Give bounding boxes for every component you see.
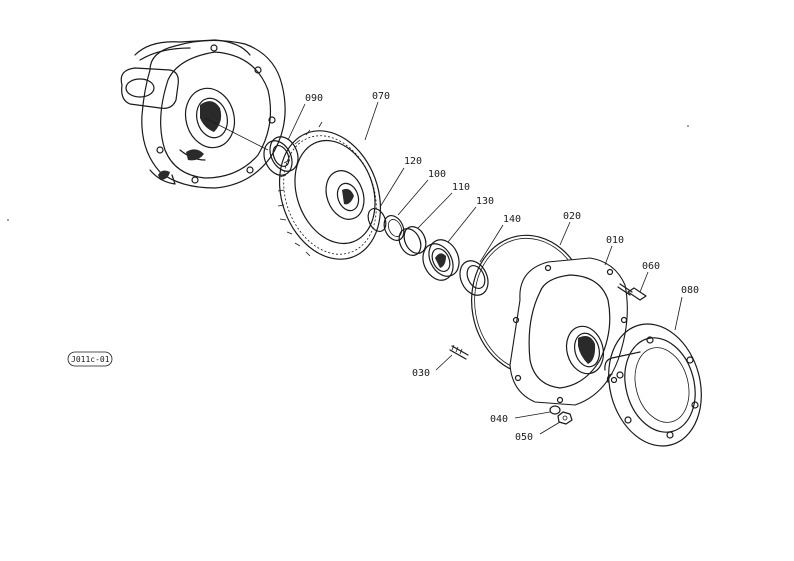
- callout-050: 050: [515, 432, 533, 443]
- part-100-collar: 100: [383, 169, 446, 241]
- callout-090: 090: [305, 93, 323, 104]
- callout-140: 140: [503, 214, 521, 225]
- part-010-cover: 010: [509, 235, 628, 406]
- gear-case-housing: [120, 39, 286, 189]
- part-110-spacer: 110: [398, 182, 470, 256]
- callout-080: 080: [681, 285, 699, 296]
- part-090-bearing: 090: [263, 93, 323, 176]
- reference-code-tag: J011c-01: [67, 351, 113, 367]
- callout-110: 110: [452, 182, 470, 193]
- part-040-washer: 040: [490, 405, 561, 425]
- callout-020: 020: [563, 211, 581, 222]
- callout-130: 130: [476, 196, 494, 207]
- part-140-oil-seal: 140: [459, 214, 521, 296]
- callout-030: 030: [412, 368, 430, 379]
- part-070-bevel-gear: 070: [277, 91, 390, 260]
- part-060-bolt: 060: [617, 261, 660, 301]
- part-120-snap-ring: 120: [367, 156, 422, 232]
- callout-060: 060: [642, 261, 660, 272]
- part-050-nut: 050: [515, 411, 573, 443]
- callout-070: 070: [372, 91, 390, 102]
- callout-120: 120: [404, 156, 422, 167]
- callout-010: 010: [606, 235, 624, 246]
- part-130-bearing: 130: [422, 196, 494, 281]
- callout-100: 100: [428, 169, 446, 180]
- reference-code-text: J011c-01: [71, 355, 110, 364]
- callout-040: 040: [490, 414, 508, 425]
- part-080-axle-flange: 080: [604, 285, 702, 447]
- part-030-stud: 030: [412, 344, 469, 379]
